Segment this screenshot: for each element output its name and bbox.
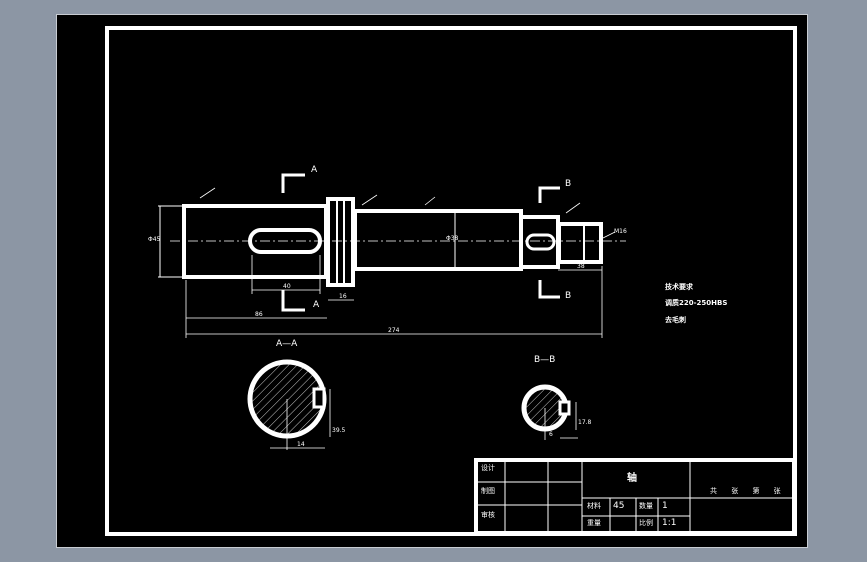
section-a-top-label: A	[311, 165, 318, 175]
dim-mid-diameter: Φ38	[446, 235, 459, 242]
section-bb-view	[521, 384, 578, 440]
title-block-grid	[474, 458, 796, 535]
weight-label: 重量	[587, 519, 601, 527]
row-review-label: 审核	[481, 511, 495, 519]
dim-collar-width: 16	[339, 293, 347, 300]
material-label: 材料	[587, 502, 601, 510]
dim-aa-width: 14	[297, 441, 305, 448]
row-drafting-label: 制图	[481, 487, 495, 495]
sheet-count: 共 张 第 张	[710, 487, 787, 495]
dim-right-offset: 38	[577, 263, 585, 270]
dimension-lines	[185, 187, 616, 338]
dim-bb-width: 6	[549, 431, 553, 438]
quantity-value: 1	[662, 501, 668, 511]
section-b-bottom-label: B	[565, 291, 572, 301]
row-design-label: 设计	[481, 464, 495, 472]
keyway-right	[525, 233, 556, 251]
dim-thread: M16	[614, 228, 627, 235]
section-mark-b	[538, 186, 560, 299]
scale-label: 比例	[639, 519, 653, 527]
shaft-collar	[326, 197, 355, 287]
shaft-middle-section	[353, 209, 523, 271]
scale-value: 1:1	[662, 518, 677, 528]
shaft-end-section	[557, 222, 603, 264]
section-b-top-label: B	[565, 179, 572, 189]
dim-bb-depth: 17.8	[578, 419, 592, 426]
tech-req-line2: 去毛刺	[665, 316, 686, 324]
section-aa-title: A—A	[276, 339, 298, 349]
shaft-left-section	[182, 204, 328, 279]
section-a-bottom-label: A	[313, 300, 320, 310]
tech-req-line1: 调质220-250HBS	[665, 299, 728, 307]
shaft-main-view	[158, 197, 626, 287]
dim-aa-depth: 39.5	[332, 427, 346, 434]
dim-left-diameter: Φ45	[148, 236, 161, 243]
section-mark-a	[281, 173, 305, 312]
material-value: 45	[613, 501, 625, 511]
section-aa-view	[247, 359, 331, 450]
dim-keyway-length: 40	[283, 283, 291, 290]
quantity-label: 数量	[639, 502, 653, 510]
dim-left-section: 86	[255, 311, 263, 318]
inner-border	[105, 26, 797, 536]
dim-overall-length: 274	[388, 327, 400, 334]
section-bb-title: B—B	[534, 355, 556, 365]
part-name: 轴	[627, 473, 637, 484]
tech-req-heading: 技术要求	[665, 283, 693, 291]
